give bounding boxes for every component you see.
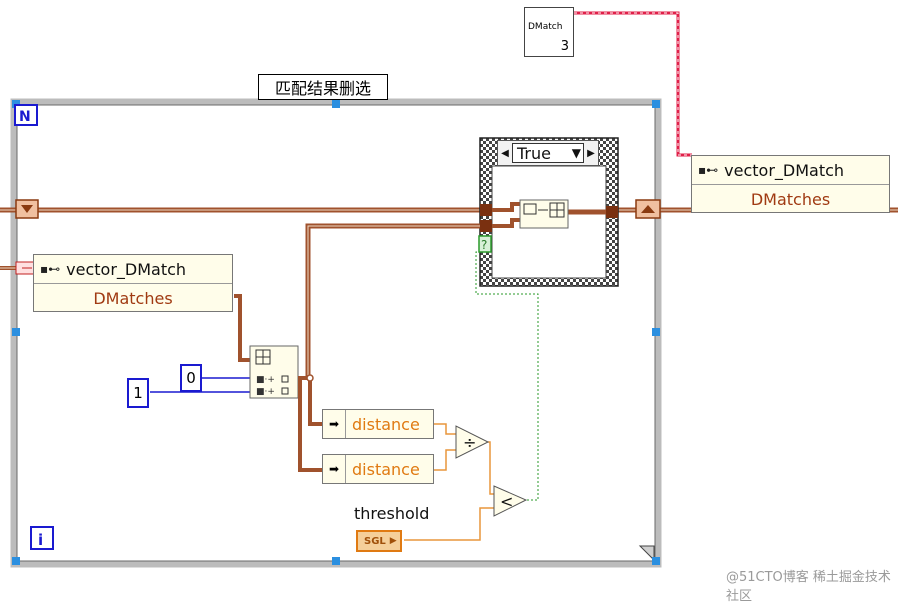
divide-symbol: ÷	[463, 433, 476, 452]
right-node-property: DMatches	[750, 189, 831, 209]
divide-node[interactable]: ÷	[455, 425, 490, 459]
svg-text:■·+: ■·+	[256, 375, 275, 385]
svg-text:i: i	[38, 531, 43, 549]
row-index-constant[interactable]: 1	[127, 378, 149, 408]
chevron-down-icon[interactable]: ▼	[571, 146, 581, 160]
svg-text:N: N	[19, 109, 31, 125]
index-wires	[150, 377, 252, 393]
case-output-tunnel	[606, 206, 618, 218]
less-than-node[interactable]: <	[493, 485, 528, 517]
right-node-class: vector_DMatch	[724, 160, 845, 180]
unbundle-bottom-label: distance	[352, 459, 420, 479]
class-icon: ▪⊷	[40, 262, 61, 276]
left-node-property: DMatches	[93, 288, 173, 308]
right-property-node[interactable]: ▪⊷ vector_DMatch DMatches	[691, 155, 890, 213]
insert-into-array-node[interactable]	[519, 199, 569, 229]
loop-label[interactable]: 匹配结果删选	[258, 74, 388, 100]
count-terminal[interactable]: N	[14, 104, 38, 126]
case-selector-value: True	[517, 143, 551, 163]
threshold-type: SGL	[364, 535, 386, 547]
case-selector-label[interactable]: ◀ True ▼ ▶	[497, 140, 599, 166]
terminal-arrow-icon: ▶	[389, 536, 397, 546]
left-node-class: vector_DMatch	[66, 259, 187, 279]
case-input-tunnel-1	[480, 204, 492, 216]
case-input-tunnel-2	[480, 220, 492, 232]
watermark: @51CTO博客 稀土掘金技术社区	[726, 570, 891, 604]
col-index-constant[interactable]: 0	[180, 364, 202, 392]
svg-text:■·+: ■·+	[256, 387, 275, 397]
unbundle-distance-bottom[interactable]: ➡ distance	[322, 454, 434, 484]
case-selector-terminal[interactable]: ?	[478, 235, 492, 253]
threshold-label: threshold	[354, 504, 430, 523]
boolean-wire	[475, 251, 539, 501]
unbundle-distance-top[interactable]: ➡ distance	[322, 409, 434, 439]
threshold-control[interactable]: SGL ▶	[356, 530, 402, 552]
increment-case-icon[interactable]: ▶	[587, 147, 595, 159]
left-property-node[interactable]: ▪⊷ vector_DMatch DMatches	[33, 254, 233, 312]
decrement-case-icon[interactable]: ◀	[501, 147, 509, 159]
unbundle-top-label: distance	[352, 414, 420, 434]
left-shift-register[interactable]	[15, 199, 39, 219]
right-shift-register[interactable]	[635, 199, 661, 219]
dmatch-constant-value: 3	[560, 39, 569, 54]
unbundle-arrow-icon: ➡	[323, 410, 346, 438]
unbundle-arrow-icon: ➡	[323, 455, 346, 483]
less-than-symbol: <	[500, 492, 513, 511]
dmatch-class-constant[interactable]: DMatch 3	[524, 7, 574, 57]
class-reference-wire	[574, 11, 692, 157]
index-array-node[interactable]: ■·+ ■·+	[249, 345, 299, 399]
dmatch-constant-text: DMatch	[528, 22, 563, 32]
class-icon: ▪⊷	[698, 163, 719, 177]
svg-text:?: ?	[481, 238, 487, 252]
iteration-terminal[interactable]: i	[30, 526, 54, 550]
